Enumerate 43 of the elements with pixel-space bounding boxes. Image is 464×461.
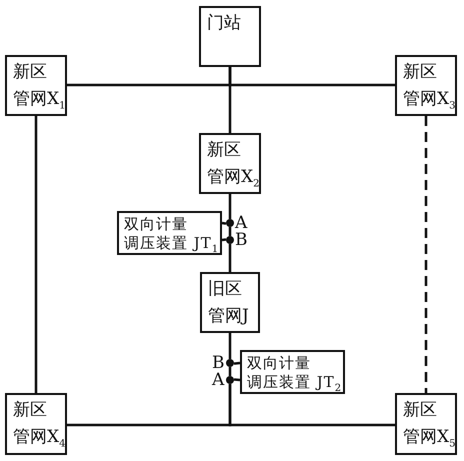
network-box <box>200 272 260 333</box>
pipe-line <box>228 333 232 359</box>
network-box <box>5 393 67 455</box>
network-box <box>5 55 67 116</box>
pipe-line <box>228 384 395 426</box>
box-label: 管网X$_{3}$ <box>403 88 455 113</box>
box-label: 新区 <box>403 61 438 84</box>
pipe-line <box>228 194 232 219</box>
point-label: A <box>212 371 224 389</box>
box-label: 门站 <box>207 12 242 35</box>
point-label: B <box>235 231 248 249</box>
box-label: 管网X$_{5}$ <box>403 426 455 451</box>
device-box <box>240 350 345 394</box>
pipe-line <box>424 116 428 393</box>
network-box <box>395 55 457 116</box>
station-box <box>199 6 261 67</box>
box-label: 管网X$_{4}$ <box>13 426 65 451</box>
box-label: 管网X$_{2}$ <box>207 166 259 191</box>
box-label: 新区 <box>403 399 438 422</box>
network-box <box>395 393 457 455</box>
point-label: A <box>235 214 248 232</box>
network-box <box>199 133 261 194</box>
pipe-line <box>222 238 226 242</box>
box-label: 双向计量 <box>247 354 312 373</box>
pipe-line <box>34 116 38 393</box>
device-box <box>117 211 222 255</box>
pipe-line <box>228 367 232 376</box>
box-label: 调压装置 JT$_{1}$ <box>124 234 220 253</box>
box-label: 旧区 <box>208 278 243 301</box>
box-label: 管网X$_{1}$ <box>13 88 65 113</box>
box-label: 新区 <box>13 399 48 422</box>
box-label: 调压装置 JT$_{2}$ <box>247 373 343 392</box>
box-label: 新区 <box>13 61 48 84</box>
pipe-line <box>228 244 232 272</box>
box-label: 管网J <box>208 305 250 328</box>
pipe-line <box>228 227 232 236</box>
pipe-line <box>228 67 232 133</box>
point-label: B <box>212 354 224 372</box>
pipe-line <box>234 362 240 365</box>
pipe-line <box>234 378 240 382</box>
box-label: 新区 <box>207 139 242 162</box>
pipe-line <box>222 222 226 225</box>
box-label: 双向计量 <box>124 215 189 234</box>
